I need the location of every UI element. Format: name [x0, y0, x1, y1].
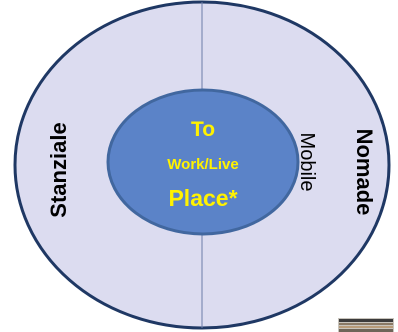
left-label: Stanziale [46, 122, 71, 217]
inner-ellipse [106, 88, 300, 236]
right-label-regular: Mobile [296, 133, 318, 192]
center-line-1: To [191, 118, 215, 141]
book-icon [338, 318, 394, 332]
center-line-3: Place* [168, 185, 237, 211]
center-line-2: Work/Live [167, 156, 238, 173]
right-label-bold: Nomade [352, 129, 377, 216]
